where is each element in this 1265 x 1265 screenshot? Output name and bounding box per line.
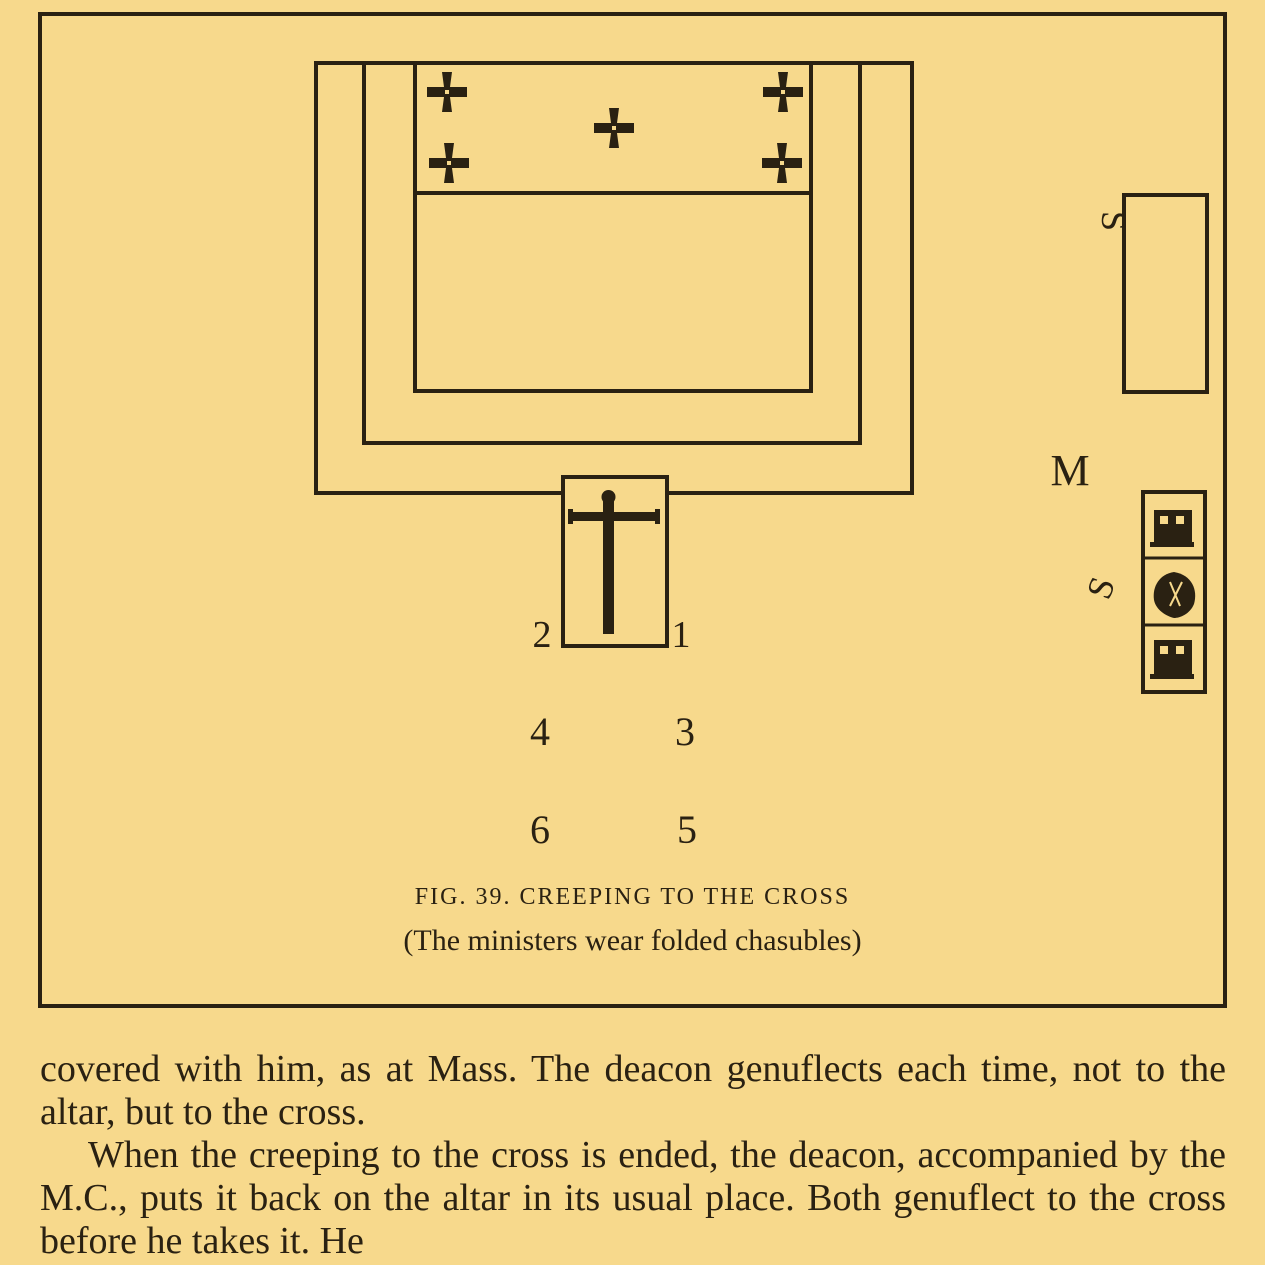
mc-label: M (1050, 446, 1089, 495)
altar-cross-icon-bottom-left (429, 143, 469, 183)
figure-caption-title: FIG. 39. CREEPING TO THE CROSS (414, 884, 851, 910)
paragraph-1: covered with him, as at Mass. The deacon… (40, 1048, 1226, 1133)
ministers-label-lower: S (1079, 572, 1123, 605)
position-label-3: 3 (675, 709, 695, 754)
figure-frame (38, 12, 1227, 1008)
paragraph-2: When the creeping to the cross is ended,… (40, 1134, 1226, 1262)
position-label-2: 2 (533, 614, 552, 656)
altar-cross-icon-bottom-right (762, 143, 802, 183)
ministers-label-upper: S (1094, 211, 1134, 231)
altar-cross-icon-center (594, 108, 634, 148)
position-label-1: 1 (672, 614, 691, 656)
altar-cross-icon-top-right (763, 72, 803, 112)
altar-cross-icon-top-left (427, 72, 467, 112)
biretta-icon-lower (1150, 640, 1194, 679)
figure-caption-note: (The ministers wear folded chasubles) (403, 924, 862, 957)
position-label-4: 4 (530, 709, 550, 754)
crucifix-icon (568, 490, 660, 634)
body-text: covered with him, as at Mass. The deacon… (40, 1048, 1226, 1263)
maniple-icon (1153, 572, 1196, 618)
position-label-6: 6 (530, 807, 550, 852)
sedilia (1141, 490, 1207, 694)
position-label-5: 5 (677, 807, 697, 852)
figure-diagram: S M S 2 1 4 3 6 5 (38, 12, 1227, 1008)
credence-table (1122, 193, 1209, 394)
altar-footpace (413, 61, 813, 393)
cross-cushion (561, 475, 669, 648)
biretta-icon-upper (1150, 510, 1194, 547)
